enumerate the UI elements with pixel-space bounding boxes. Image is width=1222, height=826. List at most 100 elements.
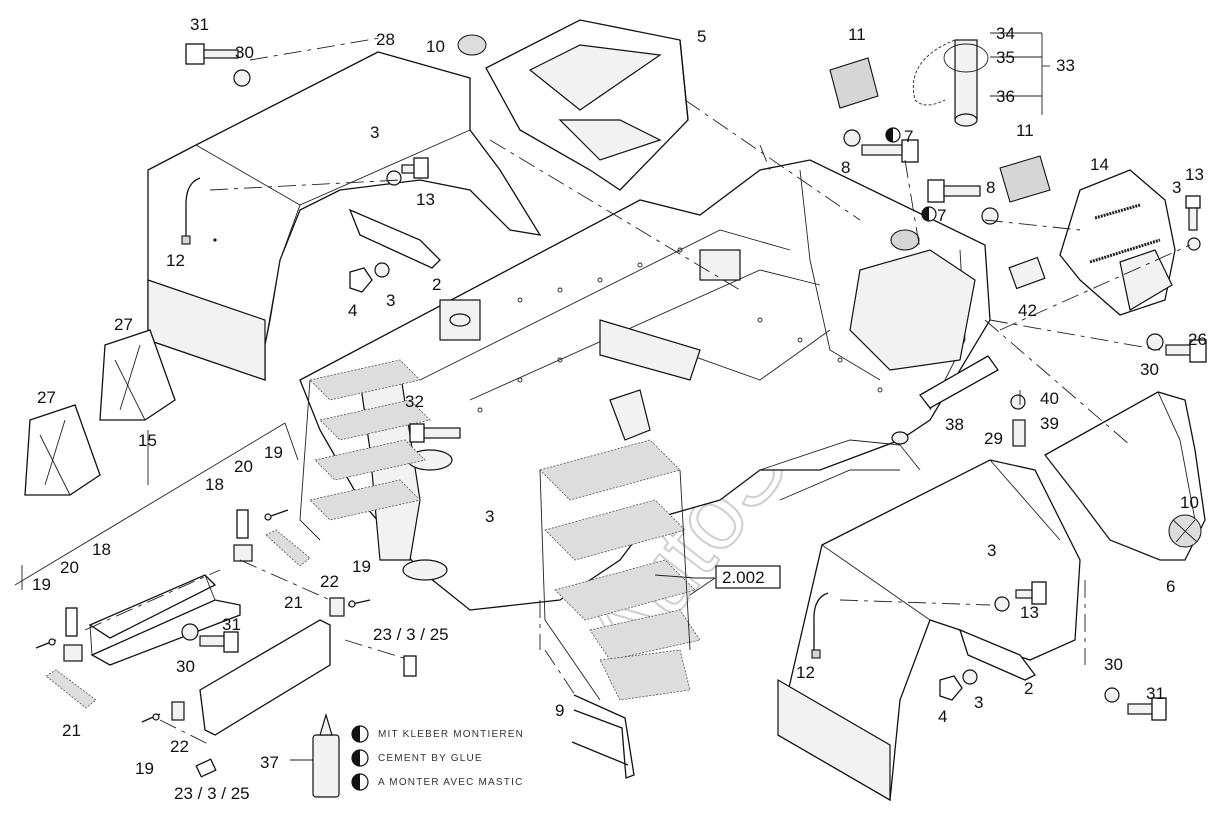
callout-2-right: 2 [1024,679,1033,698]
wheel-chock-lower [24,404,101,496]
glue-tube-part-37 [312,712,340,798]
bolt-39 [1012,419,1026,447]
washer-8-lower [981,207,999,225]
callout-27-upper: 27 [114,315,133,334]
callout-30-bottom-right: 30 [1104,655,1123,674]
pad-part-11-lower [999,155,1051,203]
bolt-13-left [401,157,429,179]
latch-21-upper [265,529,311,567]
callout-37: 37 [260,753,279,772]
legend-symbol-de [351,725,369,743]
legend-text-fr: A MONTER AVEC MASTIC [378,777,524,788]
callout-31-top: 31 [190,15,209,34]
pin-part-33 [912,39,989,127]
pin-19-upper [264,509,289,521]
callout-10-right: 10 [1180,493,1199,512]
fender-left [147,51,542,381]
washer-40 [1010,394,1026,410]
callout-2002: 2.002 [722,568,765,587]
pin-19-mid [347,599,371,608]
washer-3-right-fender [994,596,1010,612]
callout-20-lower: 20 [60,558,79,577]
washer-3-left-b [374,262,390,278]
pin-19-bottom [141,713,161,723]
callout-22-mid: 22 [320,572,339,591]
callout-11-top: 11 [848,25,866,44]
callout-13-right: 13 [1185,165,1204,184]
callout-19-upper: 19 [264,443,283,462]
callout-13-top: 13 [416,190,435,209]
legend: MIT KLEBER MONTIEREN CEMENT BY GLUE A MO… [351,725,524,791]
callout-27-lower: 27 [37,388,56,407]
bolt-32 [409,423,461,443]
callout-30-box: 30 [176,657,195,676]
callout-29: 29 [984,429,1003,448]
callout-7-upper: 7 [904,127,913,146]
callout-18-upper: 18 [205,475,224,494]
callout-30-top: 30 [235,43,254,62]
leader-lines [14,32,1191,761]
callout-33: 33 [1056,56,1075,75]
callout-8-upper: 8 [841,158,850,177]
legend-symbol-en [351,749,369,767]
disc-part-10 [457,34,487,56]
callout-19-mid: 19 [352,557,371,576]
frame-holes [477,247,883,413]
washer-30-right [1146,333,1164,351]
spacer-part-42 [1008,256,1046,290]
bolt-31-bottom-right [1127,697,1167,721]
callout-3-frame: 3 [485,507,494,526]
callout-36: 36 [996,87,1015,106]
callout-3-right-fender-b: 3 [974,693,983,712]
callout-6: 6 [1166,577,1175,596]
callout-38: 38 [945,415,964,434]
step-assembly-left [299,359,431,541]
callout-23-bottom: 23 / 3 / 25 [174,784,250,803]
tray-part-5 [485,19,689,191]
latch-21-lower [45,669,97,709]
callout-19-lower-left: 19 [32,575,51,594]
callout-20-upper: 20 [234,457,253,476]
glue-symbol-7-upper [885,127,901,143]
clip-22-mid [329,597,345,617]
callout-18-lower: 18 [92,540,111,559]
washer-8-upper [843,129,861,147]
pin-20-upper [236,509,249,539]
pad-part-11-upper [829,57,879,109]
callout-4-left: 4 [348,301,357,320]
callout-3-right-fender: 3 [987,541,996,560]
callout-34: 34 [996,24,1015,43]
callout-4-right: 4 [938,707,947,726]
callout-21-lower: 21 [62,721,81,740]
nut-4-right [939,675,963,701]
callout-5: 5 [697,27,706,46]
callout-35: 35 [996,48,1015,67]
callout-40: 40 [1040,389,1059,408]
nut-4-left [349,267,373,293]
callout-2-left: 2 [432,275,441,294]
washer-3-right-fender-b [962,669,978,685]
clip-18-lower [63,644,83,662]
callout-10-top: 10 [426,37,445,56]
callout-23-mid: 23 / 3 / 25 [373,625,449,644]
fender-right [777,459,1081,802]
bolt-7-lower [927,179,981,203]
callout-31-bottom-right: 31 [1146,684,1165,703]
callout-13-right-fender: 13 [1020,603,1039,622]
wheel-chock-upper [99,329,176,421]
ref-2002-box: 2.002 [715,565,781,589]
legend-symbol-fr [351,773,369,791]
callout-12-right: 12 [796,663,815,682]
washer-30-box [181,623,199,641]
callout-22-bottom: 22 [170,737,189,756]
callout-12-left: 12 [166,251,185,270]
legend-text-de: MIT KLEBER MONTIEREN [378,729,524,740]
bolt-31-top [185,43,239,65]
cover-part-14 [1059,169,1176,316]
handle-part-9 [571,694,635,779]
callout-30-right: 30 [1140,360,1159,379]
clip-18-upper [233,544,253,562]
washer-30-top [233,69,251,87]
bracket-part-2-left [348,208,441,269]
